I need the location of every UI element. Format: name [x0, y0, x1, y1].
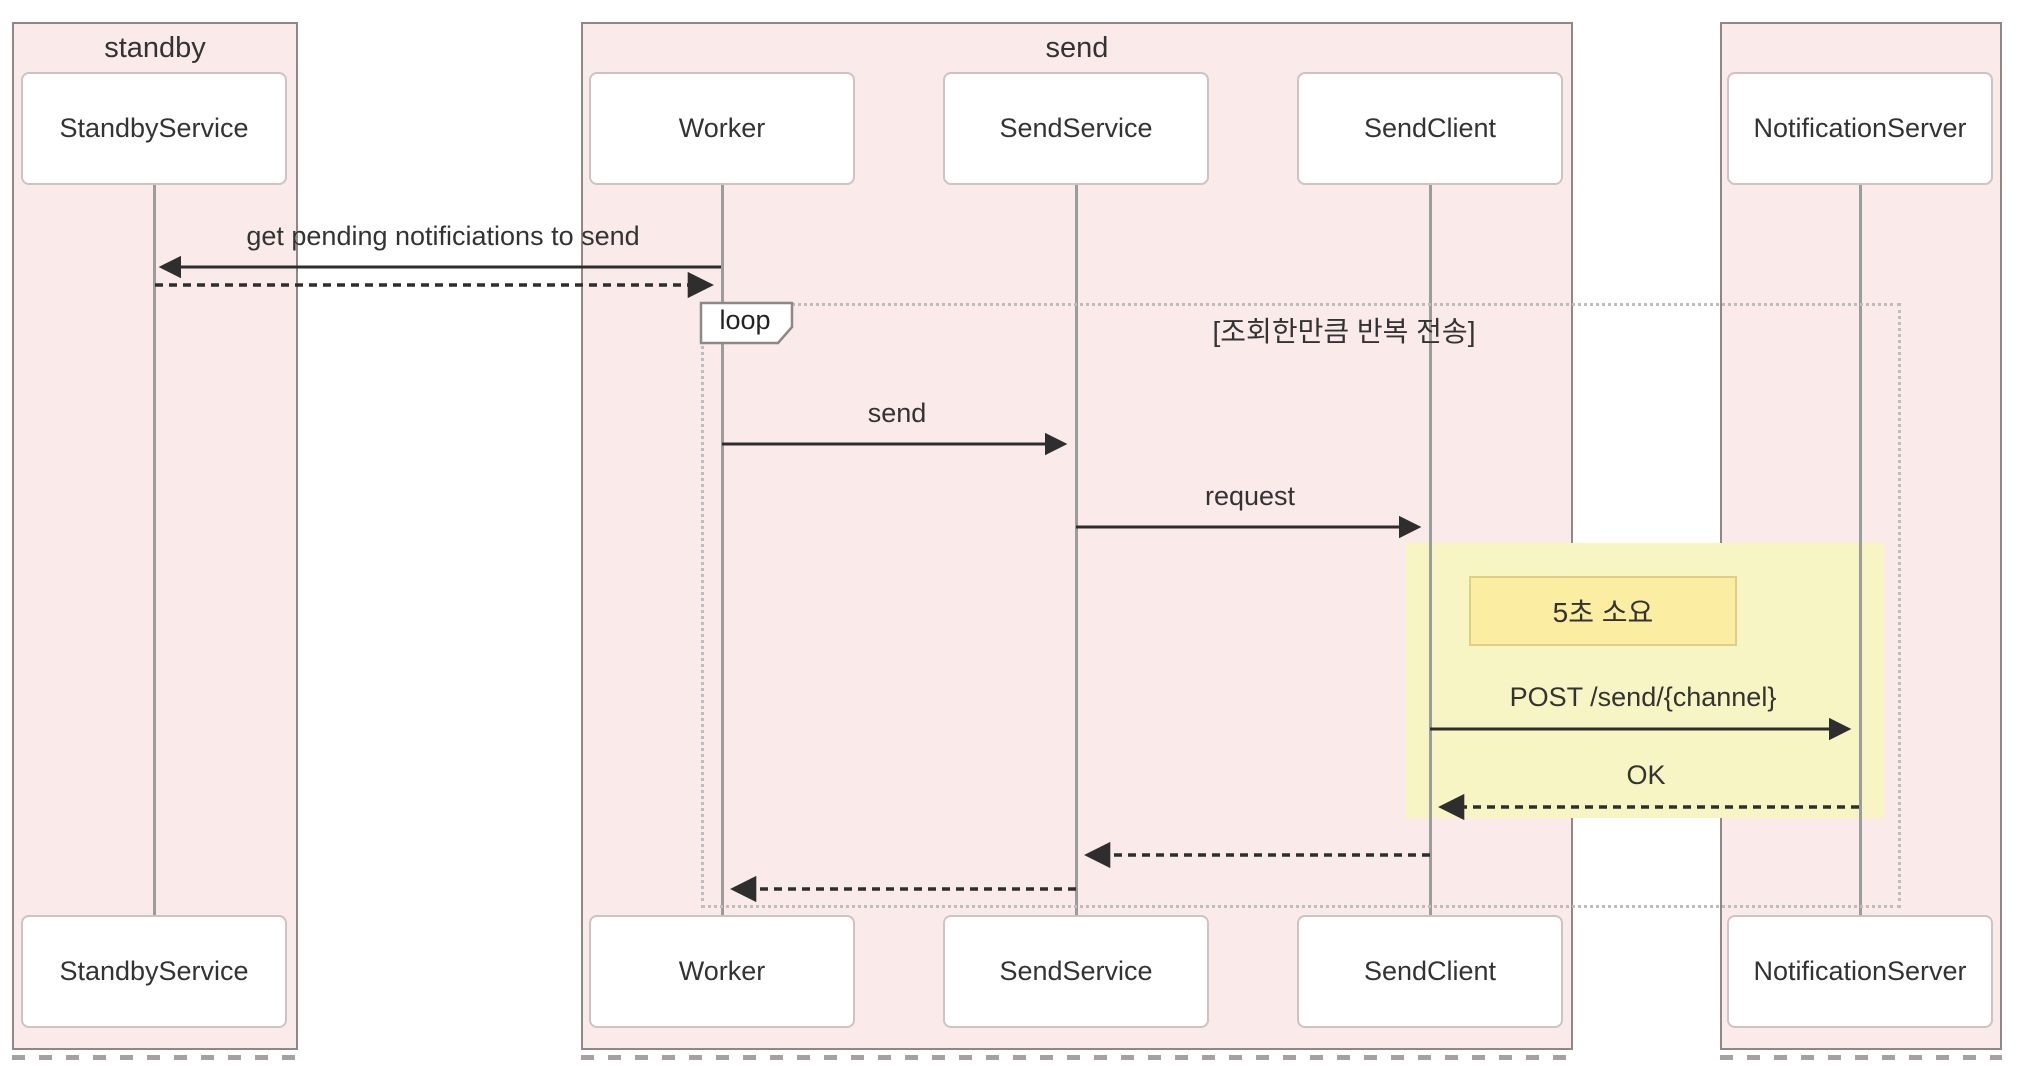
note-box: 5초 소요 [1469, 576, 1737, 646]
bottom-dash-strip-send [581, 1055, 1573, 1060]
bottom-dash-strip-standby [12, 1055, 298, 1060]
loop-label-pentagon [699, 301, 794, 345]
participant-name: SendClient [1363, 956, 1497, 986]
participant-bottom-sendclient: SendClient [1297, 915, 1563, 1028]
lifeline-standbyservice [153, 185, 156, 915]
participant-name: Worker [678, 956, 766, 986]
participant-bottom-sendservice: SendService [943, 915, 1209, 1028]
participant-name: StandbyService [59, 956, 249, 986]
participant-top-standbyservice: StandbyService [21, 72, 287, 185]
lifeline-sendservice [1075, 185, 1078, 915]
participant-bottom-worker: Worker [589, 915, 855, 1028]
participant-top-worker: Worker [589, 72, 855, 185]
participant-name: NotificationServer [1753, 956, 1967, 986]
loop-frame [701, 303, 1901, 908]
lifeline-notificationserver [1859, 185, 1862, 915]
note-text: 5초 소요 [1552, 597, 1654, 628]
participant-top-sendservice: SendService [943, 72, 1209, 185]
loop-condition: [조회한만큼 반복 전송] [1212, 316, 1476, 347]
lifeline-sendclient [1429, 185, 1432, 915]
participant-top-notificationserver: NotificationServer [1727, 72, 1993, 185]
group-label-send: send [1045, 32, 1109, 64]
participant-bottom-notificationserver: NotificationServer [1727, 915, 1993, 1028]
participant-top-sendclient: SendClient [1297, 72, 1563, 185]
bottom-dash-strip-notificationserver [1720, 1055, 2002, 1060]
participant-name: Worker [678, 113, 766, 143]
participant-name: SendService [999, 956, 1153, 986]
message-label-send: send [867, 398, 927, 428]
message-label-get-pending: get pending notificiations to send [246, 221, 640, 251]
message-label-ok: OK [1626, 760, 1666, 790]
participant-name: SendClient [1363, 113, 1497, 143]
message-label-post-send-channel: POST /send/{channel} [1509, 682, 1777, 712]
participant-name: SendService [999, 113, 1153, 143]
lifeline-worker [721, 185, 724, 915]
participant-name: NotificationServer [1753, 113, 1967, 143]
group-label-standby: standby [104, 32, 206, 64]
loop-keyword: loop [719, 305, 771, 335]
message-label-request: request [1204, 481, 1296, 511]
participant-bottom-standbyservice: StandbyService [21, 915, 287, 1028]
participant-name: StandbyService [59, 113, 249, 143]
